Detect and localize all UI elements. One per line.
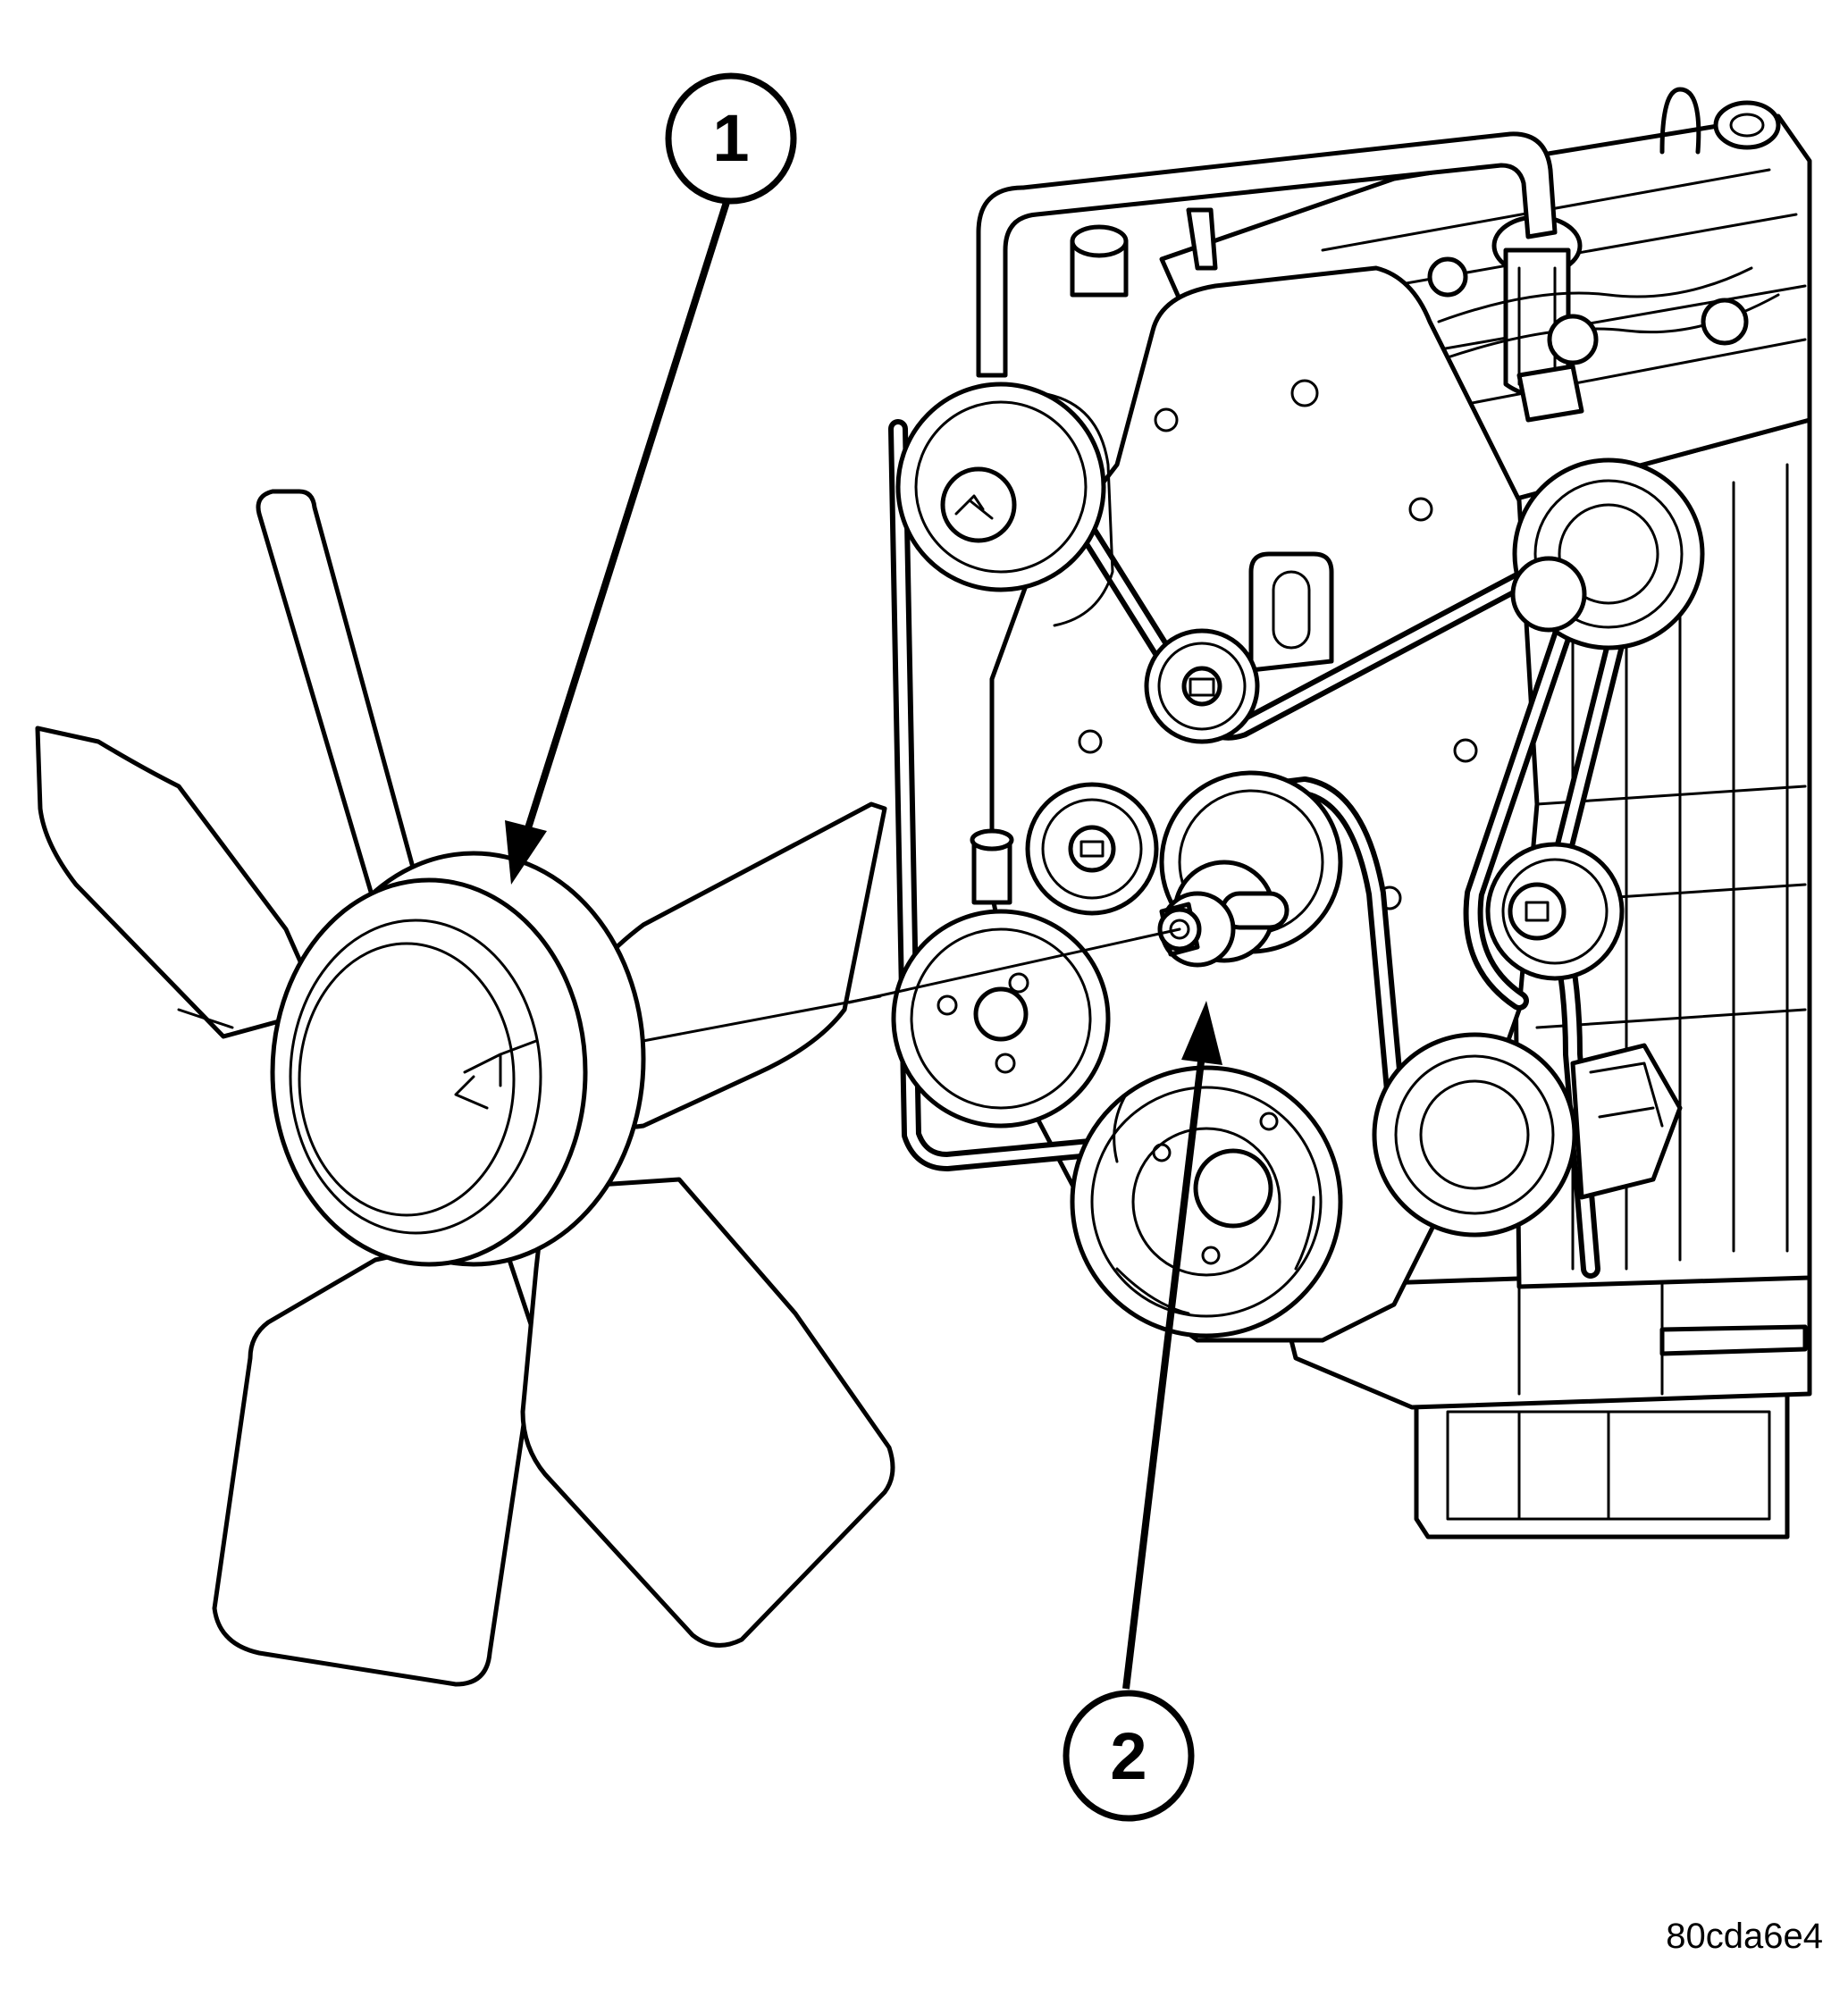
callout-1: 1: [505, 72, 797, 885]
callout-1-arrowhead: [505, 820, 547, 885]
engine-assembly: [888, 87, 1812, 1540]
callout-2: 2: [1063, 1001, 1222, 1822]
callout-1-label: 1: [712, 101, 749, 175]
fan-alignment-centerline: [847, 927, 1181, 1004]
callout-2-arrowhead: [1181, 1001, 1222, 1065]
callout-1-leader: [524, 195, 732, 833]
callout-2-label: 2: [1110, 1719, 1147, 1793]
callout-2-circle: [1063, 1690, 1195, 1822]
callout-2-leader: [1122, 1053, 1205, 1690]
cooling-fan: [35, 489, 895, 1687]
callout-1-circle: [665, 72, 797, 205]
figure-reference-code: 80cda6e4: [1666, 1917, 1823, 1956]
